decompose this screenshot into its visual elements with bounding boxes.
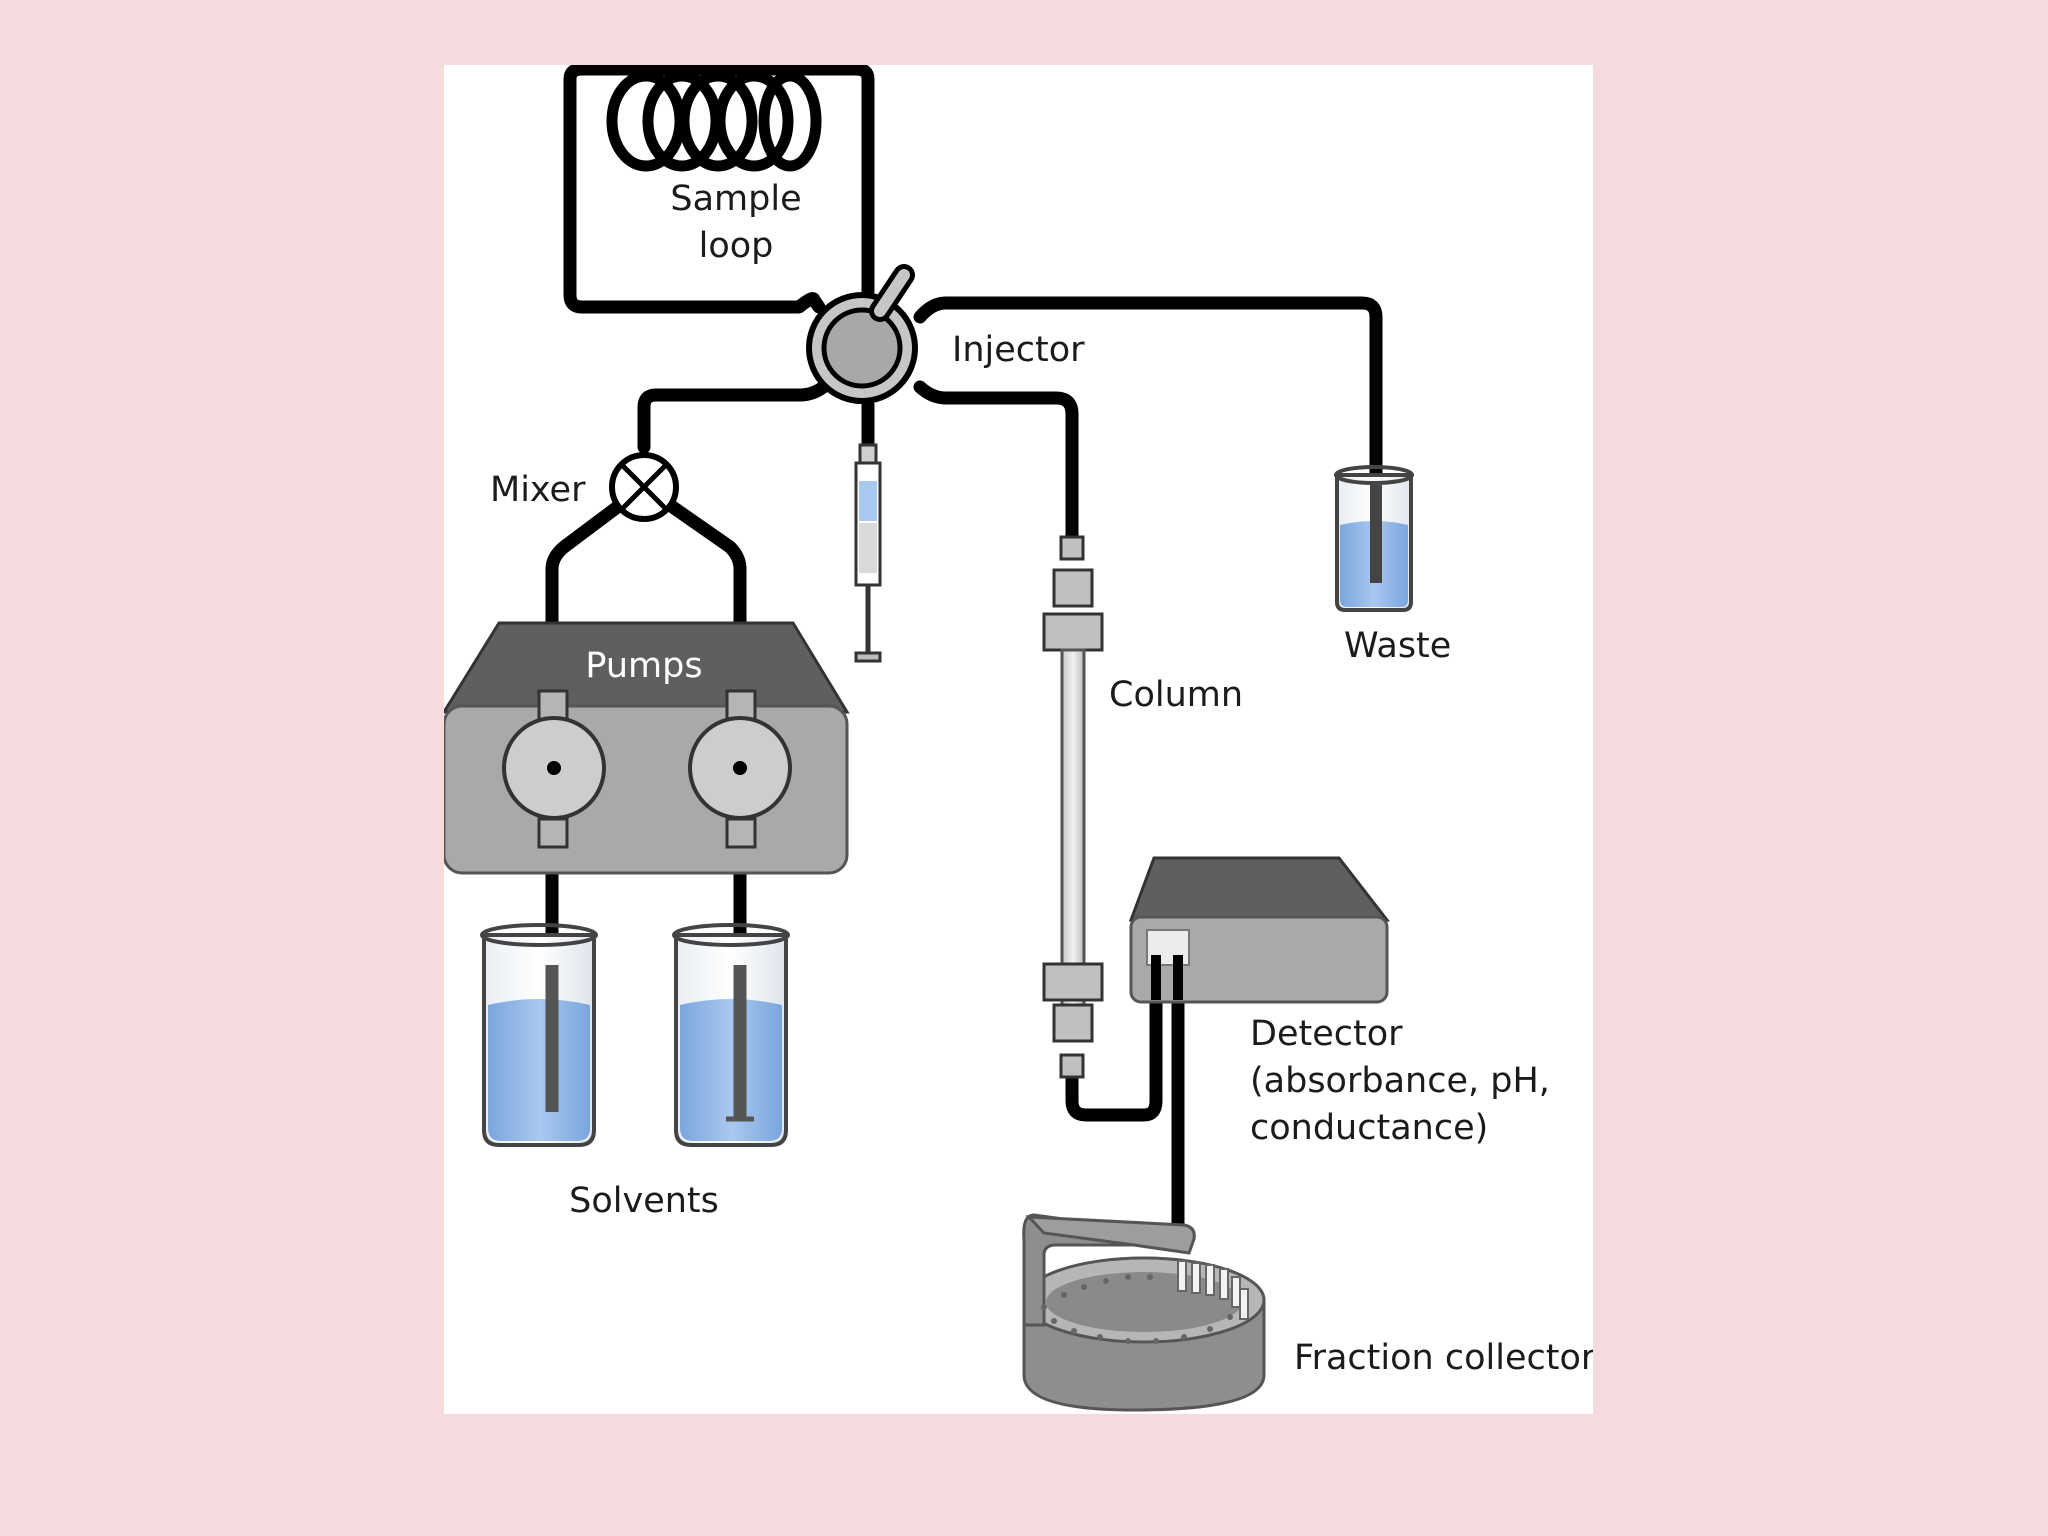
detector-inlet-tube: [1065, 946, 1163, 1122]
solvent-beaker-2: [672, 923, 790, 1147]
mixer-inlet-tube: [637, 378, 833, 454]
sample-loop-tube: [563, 65, 875, 314]
pump-unit: [444, 621, 850, 875]
waste-beaker: [1334, 465, 1414, 612]
detector-label-line3: conductance): [1250, 1108, 1488, 1148]
sample-loop-coil: [606, 70, 822, 172]
column-label: Column: [1109, 675, 1243, 715]
solvent-beaker-1: [480, 923, 598, 1147]
fraction-collector-label: Fraction collector: [1294, 1338, 1593, 1378]
sample-loop-label-line2: loop: [699, 226, 774, 266]
pump2-outlet-tube: [637, 480, 747, 696]
chromatography-diagram: Sample loop Injector Mixer Pumps Waste C…: [444, 65, 1593, 1412]
diagram-panel: Sample loop Injector Mixer Pumps Waste C…: [444, 65, 1593, 1414]
chromatography-column: [1042, 535, 1104, 1079]
sample-loop-label-line1: Sample: [670, 179, 801, 219]
pump1-outlet-tube: [545, 480, 651, 696]
labels: Sample loop Injector Mixer Pumps Waste C…: [490, 179, 1593, 1378]
waste-tube: [913, 296, 1383, 590]
fraction-collector: [1022, 1213, 1266, 1412]
mixer: [609, 452, 679, 522]
detector-label-line1: Detector: [1250, 1014, 1403, 1054]
syringe: [854, 443, 882, 663]
solvents-label: Solvents: [569, 1181, 719, 1221]
detector: [1128, 856, 1391, 1004]
pumps-label: Pumps: [585, 646, 702, 686]
injector-label: Injector: [952, 330, 1085, 370]
column-inlet-tube: [913, 380, 1079, 544]
detector-label-line2: (absorbance, pH,: [1250, 1061, 1550, 1101]
injector-valve: [806, 264, 918, 404]
waste-label: Waste: [1344, 626, 1451, 666]
mixer-label: Mixer: [490, 470, 586, 510]
